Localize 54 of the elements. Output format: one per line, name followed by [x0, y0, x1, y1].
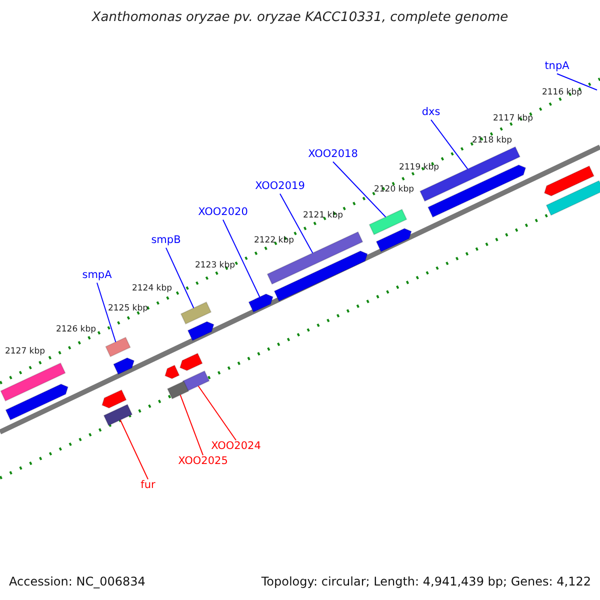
gene-name: smpB — [151, 235, 181, 247]
leader-line — [166, 247, 194, 309]
gene-feature — [376, 228, 412, 252]
gene-name: dxs — [422, 107, 440, 119]
gene-feature — [419, 146, 521, 202]
gene-feature — [368, 208, 408, 236]
leader-line — [198, 385, 236, 441]
position-label: 2126 kbp — [56, 325, 96, 335]
leader-line — [96, 282, 116, 343]
gene-feature — [103, 404, 133, 426]
gene-name: XOO2024 — [211, 441, 261, 453]
gene-name: tnpA — [544, 61, 570, 73]
gene-feature — [0, 362, 66, 402]
position-label: 2121 kbp — [302, 211, 344, 221]
gene-name: XOO2018 — [308, 149, 358, 161]
leader-line — [120, 419, 148, 480]
leader-line — [180, 394, 204, 456]
position-label: 2119 kbp — [398, 163, 440, 173]
position-label: 2116 kbp — [542, 88, 582, 98]
gene-feature — [102, 389, 127, 408]
gene-feature — [546, 180, 600, 216]
leader-line — [430, 119, 468, 170]
gene-feature — [5, 384, 69, 421]
gene-name: smpA — [82, 270, 112, 282]
leader-line — [280, 193, 314, 254]
leader-line — [556, 73, 598, 90]
gene-feature — [105, 336, 131, 358]
gene-name: XOO2020 — [198, 207, 248, 219]
position-label: 2120 kbp — [374, 185, 414, 195]
position-label: 2118 kbp — [472, 136, 512, 146]
position-label: 2124 kbp — [132, 284, 172, 294]
gene-name: XOO2025 — [178, 456, 228, 468]
gene-name: XOO2019 — [255, 181, 305, 193]
gene-feature — [182, 370, 210, 392]
position-label: 2122 kbp — [254, 236, 294, 246]
leader-line — [222, 219, 260, 298]
gene-feature — [179, 352, 203, 372]
gene-feature — [274, 250, 368, 302]
position-label: 2123 kbp — [194, 261, 236, 271]
position-label: 2127 kbp — [4, 347, 46, 357]
genome-info-text: Topology: circular; Length: 4,941,439 bp; Genes: 4,122 — [261, 575, 591, 589]
accession-text: Accession: NC_006834 — [9, 575, 146, 589]
leader-line — [332, 161, 386, 218]
gene-name: fur — [140, 480, 156, 492]
gene-feature — [164, 364, 180, 380]
position-label: 2117 kbp — [492, 114, 534, 124]
gene-feature — [544, 165, 595, 196]
gene-feature — [180, 301, 212, 325]
gene-feature — [112, 357, 135, 375]
gene-feature — [248, 294, 274, 313]
title: Xanthomonas oryzae pv. oryzae KACC10331, complete genome — [92, 10, 508, 26]
position-label: 2125 kbp — [108, 304, 148, 314]
gene-feature — [166, 380, 190, 400]
gene-feature — [187, 321, 214, 342]
